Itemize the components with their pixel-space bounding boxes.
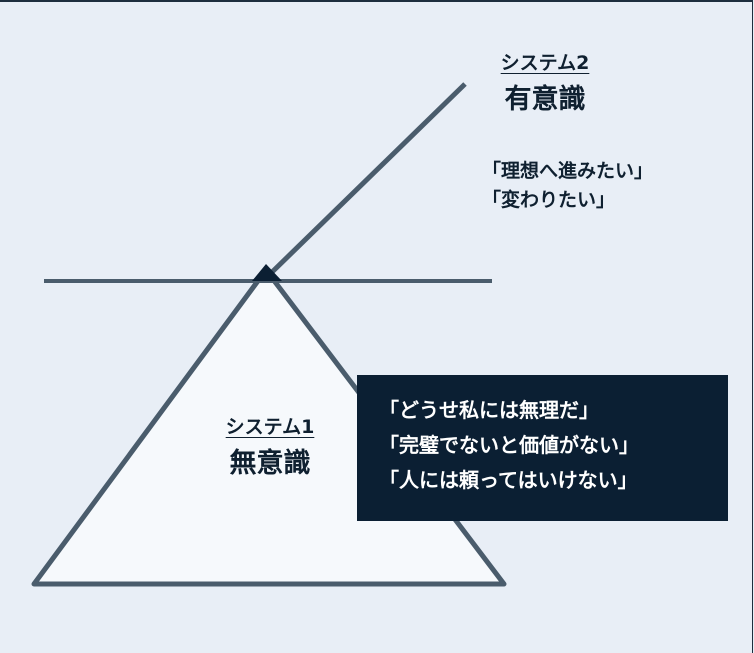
conscious-line: [266, 82, 467, 278]
system1-label-group: システム1 無意識: [195, 412, 345, 480]
system2-label: システム2: [500, 52, 590, 74]
conscious-quote: 「理想へ進みたい」: [482, 160, 654, 182]
conscious-quotes: 「理想へ進みたい」 「変わりたい」: [482, 157, 653, 215]
system2-name: 有意識: [504, 84, 586, 115]
unconscious-quotes-box: 「どうせ私には無理だ」 「完璧でないと価値がない」 「人には頼ってはいけない」: [357, 375, 728, 521]
system1-name: 無意識: [229, 448, 311, 479]
system1-label: システム1: [225, 416, 315, 438]
system2-label-group: システム2 有意識: [470, 48, 620, 116]
unconscious-quote: 「どうせ私には無理だ」: [379, 398, 599, 422]
unconscious-quote: 「人には頼ってはいけない」: [379, 468, 638, 492]
apex-marker: [252, 264, 282, 281]
unconscious-quote: 「完璧でないと価値がない」: [379, 433, 639, 457]
conscious-quote: 「変わりたい」: [482, 189, 616, 211]
